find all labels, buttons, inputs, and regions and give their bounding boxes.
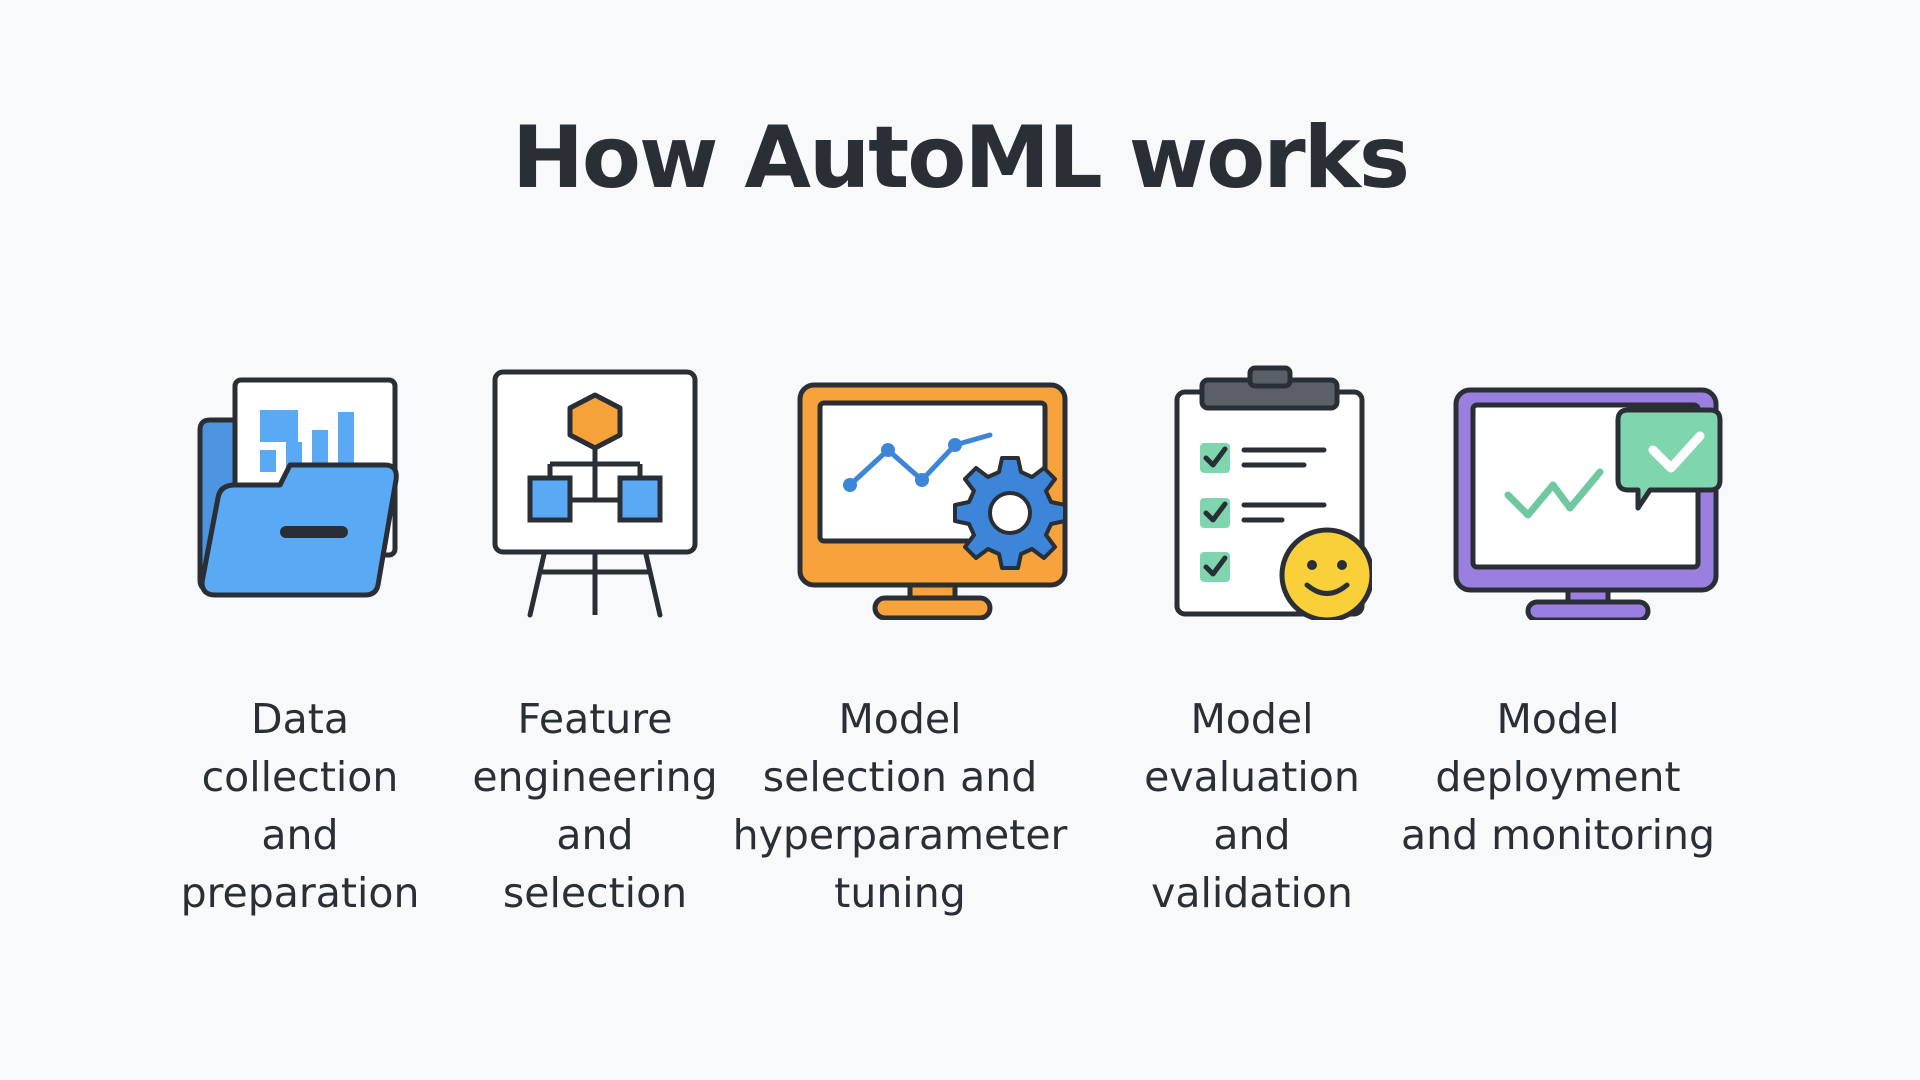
page-title: How AutoML works [511, 108, 1410, 208]
step-model-selection: Model selection and hyperparameter tunin… [733, 350, 1090, 917]
folder-chart-icon [197, 377, 399, 598]
smiley-icon [1279, 527, 1372, 620]
clipboard-checklist-icon [1174, 365, 1372, 620]
step-model-evaluation: Model evaluation and validation [1082, 350, 1422, 917]
step-label: Model selection and hyperparameter tunin… [732, 695, 1068, 917]
step-model-deployment: Model deployment and monitoring [1401, 350, 1748, 859]
step-feature-engineering: Feature engineering and selection [425, 350, 765, 917]
step-data-collection: Data collection and preparation [130, 350, 470, 917]
step-label: Model deployment and monitoring [1401, 695, 1715, 859]
monitor-gear-icon [797, 382, 1068, 620]
step-label: Feature engineering and selection [472, 695, 718, 917]
step-label: Model evaluation and validation [1144, 695, 1360, 917]
monitor-check-icon [1453, 387, 1723, 620]
step-label: Data collection and preparation [180, 695, 420, 917]
gear-icon [953, 456, 1067, 570]
checkmark-bubble-icon [1615, 407, 1723, 511]
flowchart-easel-icon [492, 369, 698, 618]
